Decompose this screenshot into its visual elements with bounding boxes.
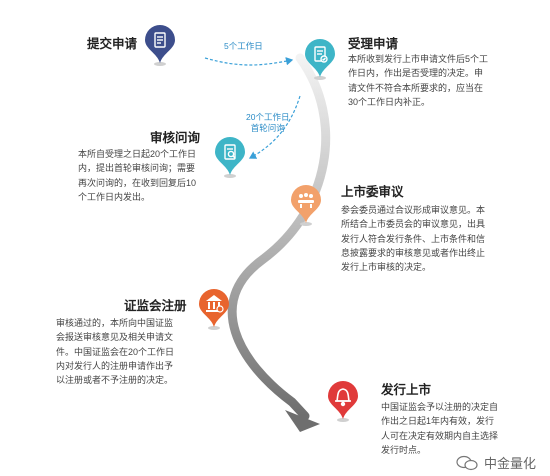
desc-line: 本所收到发行上市申请文件后5个工 bbox=[348, 54, 489, 64]
step-title-listing: 发行上市 bbox=[381, 383, 432, 397]
pin-marker bbox=[328, 381, 358, 419]
path-arrowhead bbox=[285, 410, 320, 432]
document-search-icon bbox=[224, 144, 236, 160]
desc-line: 内对发行人的注册申请作出予 bbox=[56, 360, 174, 371]
step-desc-accept: 本所收到发行上市申请文件后5个工 作日内，作出是否受理的决定。申 请文件不符合本… bbox=[348, 52, 488, 109]
document-pen-icon bbox=[154, 32, 166, 48]
step-pin-submit bbox=[145, 25, 175, 66]
pin-marker bbox=[145, 25, 175, 63]
pin-shadow bbox=[337, 418, 349, 422]
step-title-review: 审核问询 bbox=[150, 131, 201, 145]
desc-line: 再次问询的，在收到回复后10 bbox=[78, 177, 197, 188]
desc-line: 内，提出首轮审核问询；需要 bbox=[78, 163, 196, 174]
step-pin-accept bbox=[305, 39, 335, 80]
step-pin-committee bbox=[291, 185, 321, 226]
pin-marker bbox=[291, 185, 321, 223]
desc-line: 本所自受理之日起20个工作日 bbox=[78, 149, 197, 159]
step-desc-csrc: 审核通过的，本所向中国证监 会报送审核意见及相关申请文 件。中国证监会在20个工… bbox=[56, 316, 174, 387]
winding-path bbox=[227, 53, 331, 421]
step-title-accept: 受理申请 bbox=[348, 37, 399, 51]
watermark: 中金量化 bbox=[456, 453, 536, 472]
government-building-icon bbox=[206, 295, 224, 313]
desc-line: 所结合上市委员会的审议意见，出具 bbox=[341, 219, 486, 230]
arrow-submit-to-accept bbox=[204, 57, 294, 66]
step-title-csrc: 证监会注册 bbox=[124, 299, 187, 313]
pin-shadow bbox=[154, 62, 166, 66]
pin-shadow bbox=[224, 174, 236, 178]
pin-marker bbox=[305, 39, 335, 77]
wechat-icon bbox=[456, 455, 478, 470]
desc-line: 人可在决定有效期内自主选择 bbox=[381, 430, 499, 441]
step-pin-review bbox=[215, 137, 245, 178]
desc-line: 作出之日起1年内有效，发行 bbox=[381, 416, 495, 427]
arrow-label-20-days: 20个工作日 首轮问询 bbox=[246, 112, 289, 134]
desc-line: 以注册或者不予注册的决定。 bbox=[56, 375, 174, 386]
desc-line: 审核通过的，本所向中国证监 bbox=[56, 318, 174, 328]
desc-line: 会报送审核意见及相关申请文 bbox=[56, 332, 174, 343]
desc-line: 发行上市审核的决定。 bbox=[341, 262, 432, 273]
arrow-label-20-days-line2: 首轮问询 bbox=[250, 123, 285, 133]
desc-line: 参会委员通过合议形成审议意见。本 bbox=[341, 205, 486, 215]
step-desc-listing: 中国证监会予以注册的决定自 作出之日起1年内有效，发行 人可在决定有效期内自主选… bbox=[381, 400, 498, 457]
arrow-label-20-days-line1: 20个工作日 bbox=[246, 112, 290, 122]
step-desc-committee: 参会委员通过合议形成审议意见。本 所结合上市委员会的审议意见，出具 发行人符合发… bbox=[341, 203, 485, 274]
desc-line: 个工作日内发出。 bbox=[78, 191, 151, 202]
meeting-icon bbox=[298, 193, 314, 208]
bell-icon bbox=[335, 388, 351, 407]
desc-line: 发行时点。 bbox=[381, 444, 427, 455]
desc-line: 件。中国证监会在20个工作日 bbox=[56, 346, 175, 357]
pin-shadow bbox=[314, 76, 326, 80]
step-pin-listing bbox=[328, 381, 358, 422]
step-desc-review: 本所自受理之日起20个工作日 内，提出首轮审核问询；需要 再次问询的，在收到回复… bbox=[78, 147, 196, 204]
desc-line: 请文件不符合本所要求的，应当在 bbox=[348, 82, 484, 93]
step-title-submit: 提交申请 bbox=[87, 37, 138, 51]
watermark-text: 中金量化 bbox=[483, 456, 536, 471]
desc-line: 30个工作日内补正。 bbox=[348, 96, 431, 107]
document-check-icon bbox=[314, 46, 328, 63]
pin-shadow bbox=[208, 326, 220, 330]
desc-line: 发行人符合发行条件、上市条件和信 bbox=[341, 233, 486, 244]
desc-line: 中国证监会予以注册的决定自 bbox=[381, 402, 499, 412]
arrow-label-5-days: 5个工作日 bbox=[224, 41, 263, 51]
desc-line: 息披露要求的审核意见或者作出终止 bbox=[341, 247, 486, 258]
pin-shadow bbox=[300, 222, 312, 226]
desc-line: 作日内，作出是否受理的决定。申 bbox=[348, 68, 484, 79]
step-title-committee: 上市委审议 bbox=[341, 185, 404, 199]
